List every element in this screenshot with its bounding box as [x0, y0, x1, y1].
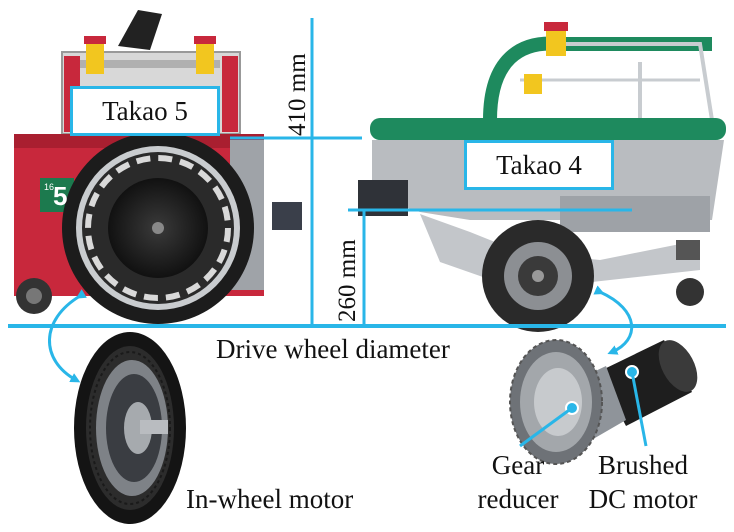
- brushed-dc-motor-line2: DC motor: [588, 484, 698, 514]
- gear-reducer-line2: reducer: [477, 484, 559, 514]
- gear-reducer-label: Gear reducer: [476, 448, 560, 516]
- panel-number: 5: [53, 181, 68, 211]
- gear-motor-image: [509, 339, 698, 465]
- takao4-label: Takao 4: [464, 140, 614, 190]
- takao5-label: Takao 5: [70, 86, 220, 136]
- gear-reducer-line1: Gear: [491, 450, 545, 480]
- leader-lines: [48, 285, 648, 448]
- number-panel-text: 16 5: [42, 178, 72, 212]
- dimension-lines: [8, 18, 726, 328]
- robot-takao4: [358, 22, 726, 332]
- in-wheel-motor-image: [74, 332, 186, 524]
- robot-takao5: [14, 10, 302, 324]
- dim-260-label: 260 mm: [334, 239, 361, 322]
- drive-wheel-diameter-label: Drive wheel diameter: [212, 334, 454, 365]
- dim-410-label: 410 mm: [284, 53, 311, 136]
- in-wheel-motor-label: In-wheel motor: [186, 484, 354, 514]
- brushed-dc-motor-line1: Brushed: [598, 450, 688, 480]
- brushed-dc-motor-label: Brushed DC motor: [576, 448, 710, 516]
- panel-small-number: 16: [44, 182, 55, 192]
